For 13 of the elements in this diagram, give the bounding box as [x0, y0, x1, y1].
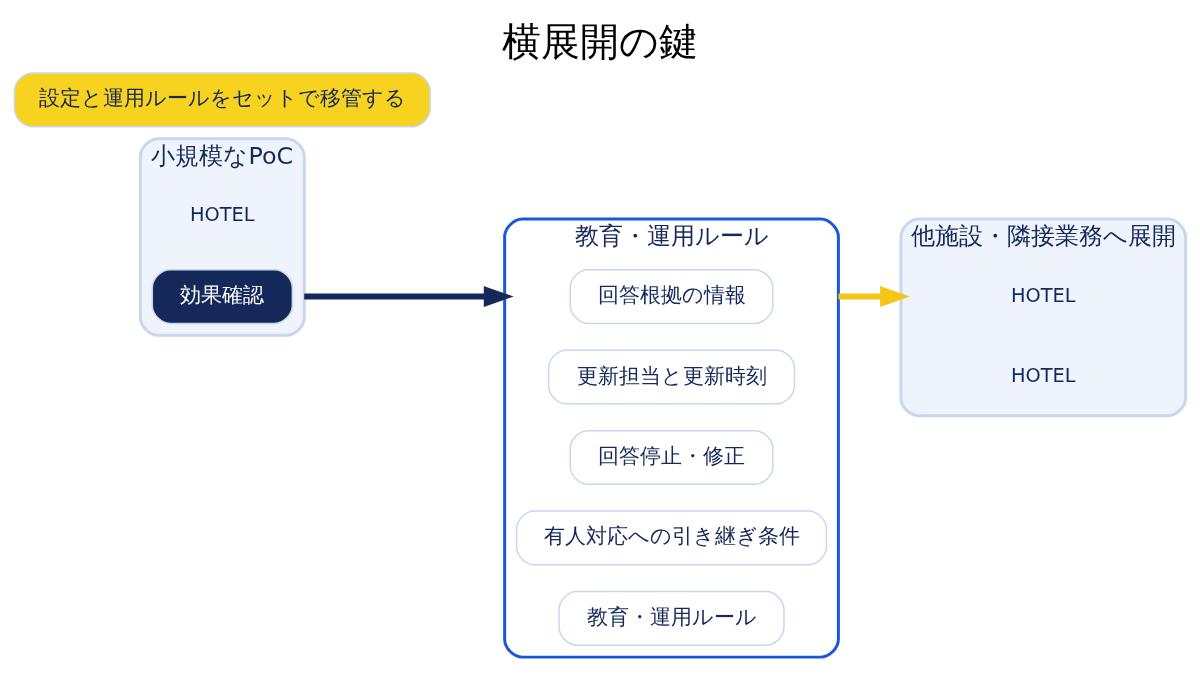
node-box: 更新担当と更新時刻: [547, 348, 796, 405]
diagram-title: 横展開の鍵: [502, 18, 698, 64]
node-box: 教育・運用ルール: [558, 590, 785, 646]
node-box: 設定と運用ルールをセットで移管する: [13, 71, 431, 127]
node-box: 効果確認: [151, 268, 294, 324]
label: HOTEL: [1010, 363, 1076, 387]
label: HOTEL: [189, 202, 255, 226]
node-box: 有人対応への引き継ぎ条件: [515, 509, 828, 565]
arrow: [838, 285, 910, 307]
node-box: 回答根拠の情報: [569, 268, 774, 324]
label: HOTEL: [1010, 283, 1076, 307]
arrow: [304, 285, 514, 307]
node-box: 回答停止・修正: [569, 429, 774, 485]
